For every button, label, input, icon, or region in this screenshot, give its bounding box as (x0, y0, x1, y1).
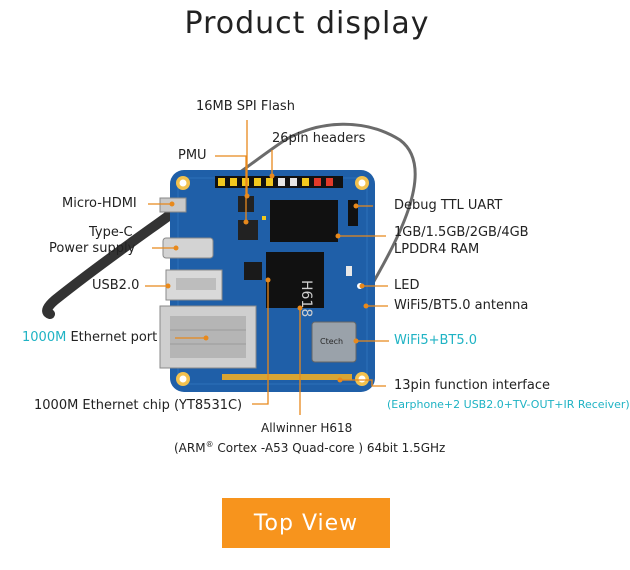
label-wifi-bt: WiFi5+BT5.0 (394, 333, 478, 348)
ethernet-chip (244, 262, 262, 280)
pmu-chip (238, 220, 258, 240)
label-13pin-functions: (Earphone+2 USB2.0+TV-OUT+IR Receiver) (387, 398, 630, 411)
label-soc-name: Allwinner H618 (261, 421, 353, 435)
label-ram-sizes: 1GB/1.5GB/2GB/4GB (394, 225, 529, 240)
registered-mark: ® (205, 440, 214, 449)
label-micro-hdmi: Micro-HDMI (62, 196, 137, 211)
soc-chip (266, 252, 324, 308)
label-ethernet-chip: 1000M Ethernet chip (YT8531C) (34, 398, 243, 413)
label-soc-spec-b: Cortex -A53 Quad-core ) 64bit 1.5GHz (213, 441, 446, 455)
label-ethernet-port: 1000M Ethernet port (22, 330, 157, 346)
label-spi-flash: 16MB SPI Flash (196, 99, 295, 114)
top-view-button[interactable]: Top View (222, 498, 390, 548)
label-debug-uart: Debug TTL UART (394, 198, 503, 213)
uart-pins (348, 200, 358, 226)
label-led: LED (394, 278, 420, 293)
label-13pin-interface: 13pin function interface (394, 378, 550, 393)
label-soc-spec: (ARM® Cortex -A53 Quad-core ) 64bit 1.5G… (174, 437, 445, 456)
antenna-cable (211, 122, 417, 303)
label-soc-spec-a: (ARM (174, 441, 206, 455)
pin-header-13 (222, 374, 352, 380)
pin-header-26 (215, 176, 343, 188)
ram-chip (270, 200, 338, 242)
label-ram-type: LPDDR4 RAM (394, 242, 480, 257)
page-title: Product display (184, 6, 430, 41)
label-usb: USB2.0 (92, 278, 140, 293)
svg-text:Ctech: Ctech (320, 337, 343, 346)
label-ethernet-port-text: Ethernet port (66, 330, 158, 345)
label-antenna: WiFi5/BT5.0 antenna (394, 298, 529, 313)
label-type-c: Type-C (89, 225, 133, 240)
board-illustration: H618 Ctech (42, 120, 417, 415)
label-26pin-headers: 26pin headers (272, 131, 366, 146)
label-pmu: PMU (178, 148, 207, 163)
label-ethernet-port-speed: 1000M (22, 330, 67, 345)
label-power-supply: Power supply (49, 241, 136, 256)
